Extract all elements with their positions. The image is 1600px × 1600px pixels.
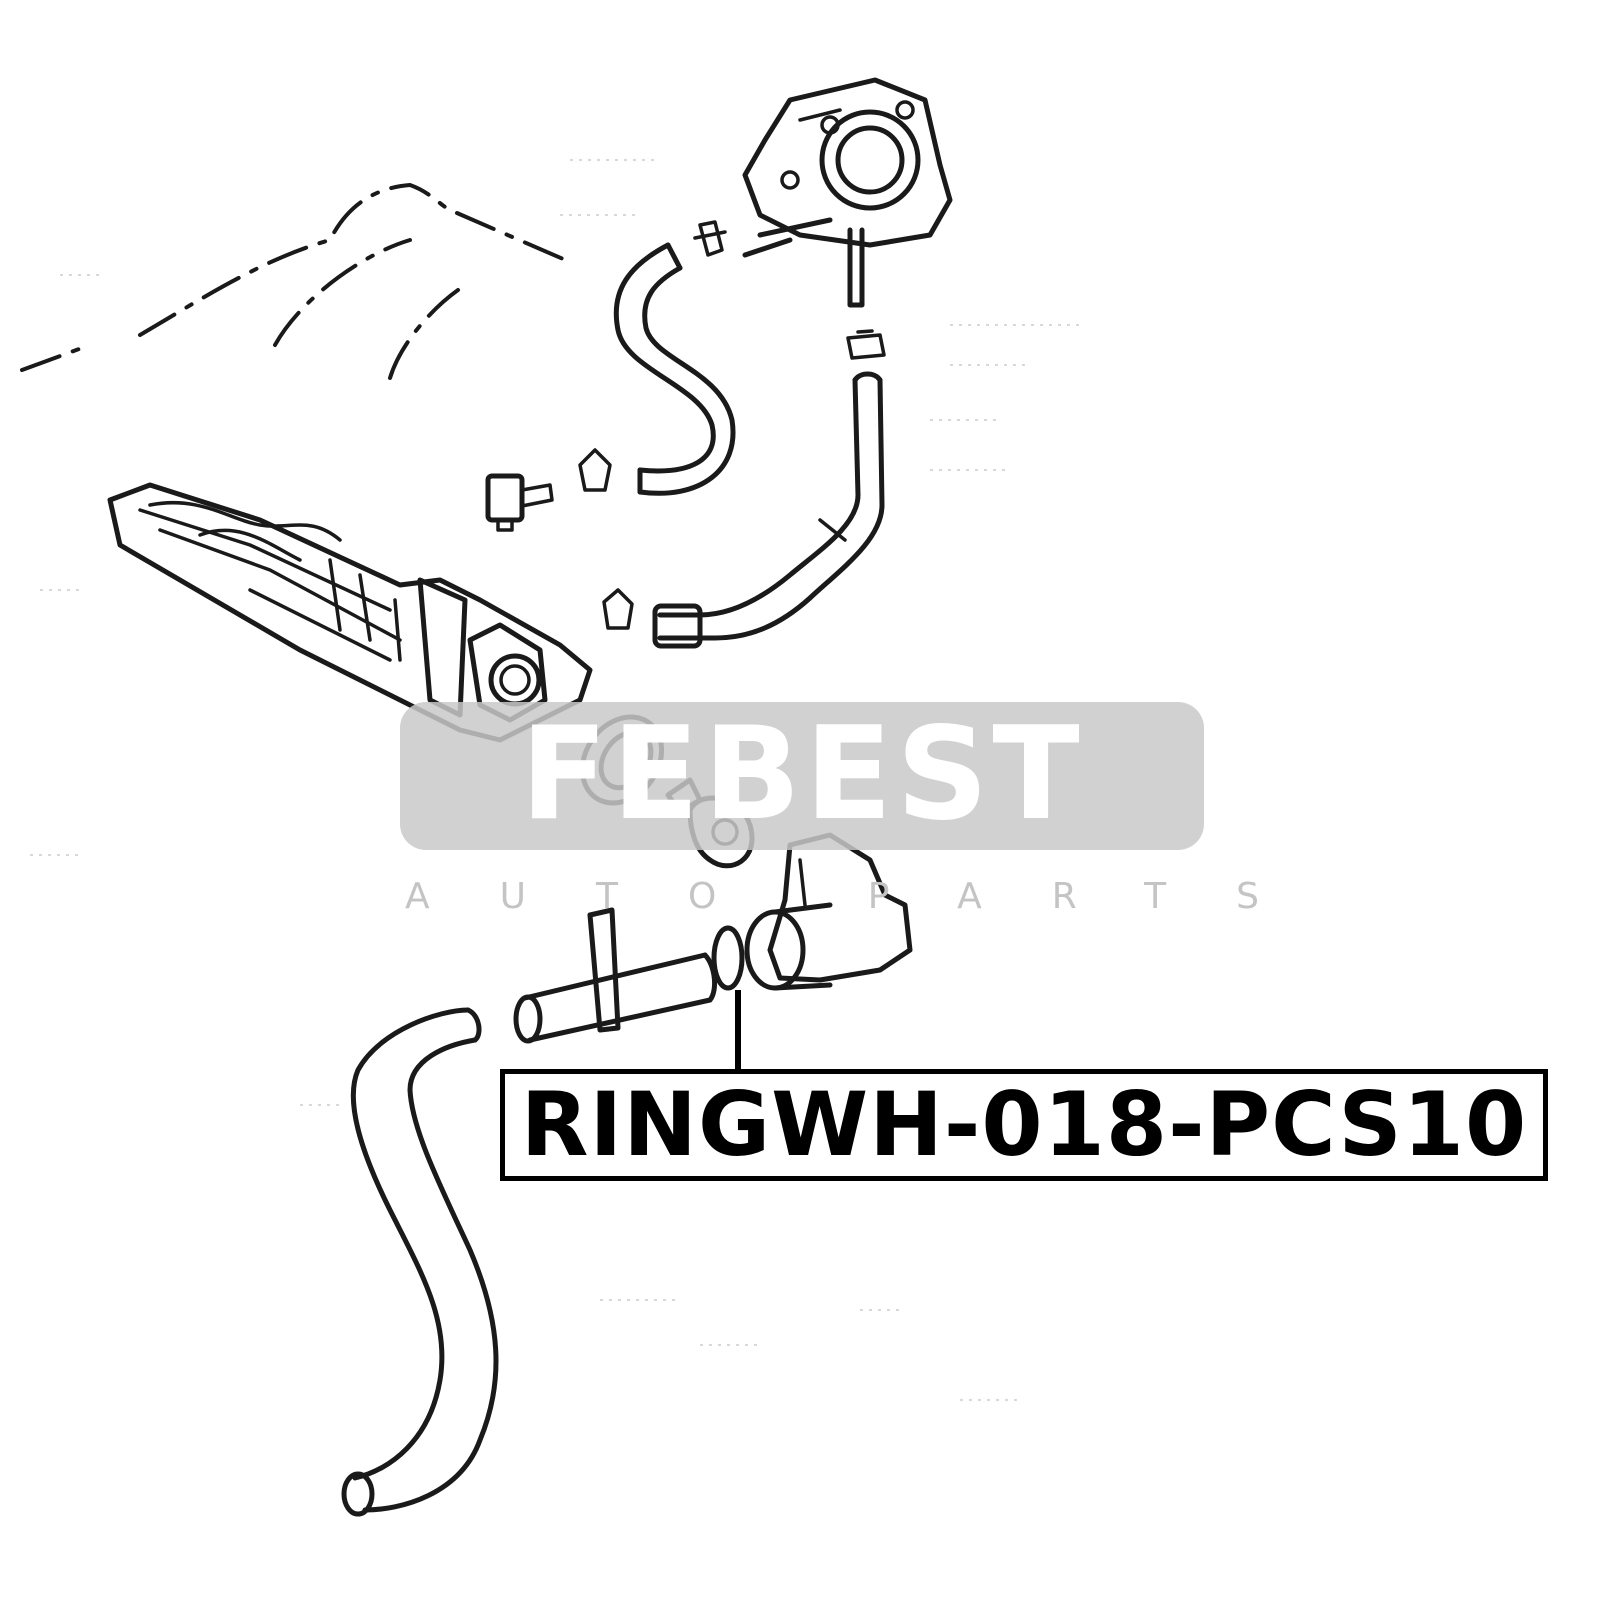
hose-clamp-2 bbox=[846, 329, 886, 360]
watermark-brand: FEBEST bbox=[520, 700, 1083, 849]
water-hose-middle bbox=[652, 371, 885, 649]
union-bolt bbox=[485, 473, 554, 532]
throttle-body bbox=[742, 77, 953, 308]
bypass-hose-upper bbox=[613, 242, 736, 496]
hose-clamp-1 bbox=[693, 220, 727, 257]
water-inlet-housing bbox=[744, 832, 913, 991]
water-outlet-housing bbox=[107, 482, 593, 743]
o-ring bbox=[711, 925, 745, 991]
part-number-callout: RINGWH-018-PCS10 bbox=[500, 1069, 1548, 1181]
hose-clamp-4 bbox=[602, 588, 634, 630]
hose-clamp-3 bbox=[578, 448, 612, 492]
water-inlet-pipe bbox=[513, 907, 718, 1044]
part-number: RINGWH-018-PCS10 bbox=[520, 1073, 1528, 1176]
radiator-hose-lower bbox=[341, 1007, 499, 1517]
febest-watermark: FEBEST AUTO PARTS bbox=[400, 700, 1329, 917]
watermark-tagline: AUTO PARTS bbox=[405, 876, 1329, 917]
scan-artifacts bbox=[30, 159, 1080, 1401]
intake-manifold-outline bbox=[20, 182, 572, 380]
